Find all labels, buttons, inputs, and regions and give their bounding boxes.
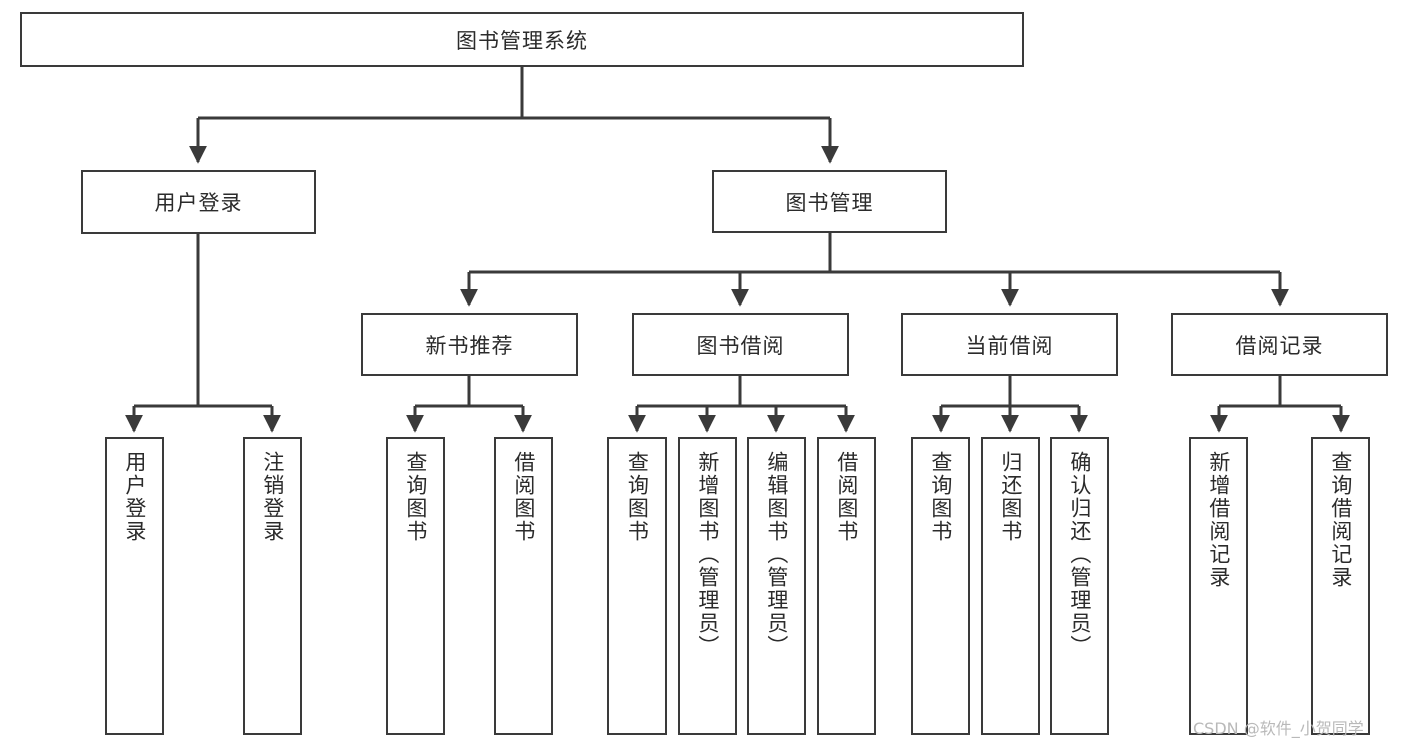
node-leaf-borrow-book-1[interactable]: 借阅图书 [494,437,553,735]
node-leaf-return-book[interactable]: 归还图书 [981,437,1040,735]
node-user-login[interactable]: 用户登录 [81,170,316,234]
node-leaf-query-record-label: 查询借阅记录 [1328,451,1353,589]
node-new-book-recommend-label: 新书推荐 [425,333,514,358]
node-leaf-user-login[interactable]: 用户登录 [105,437,164,735]
node-leaf-add-record[interactable]: 新增借阅记录 [1189,437,1248,735]
node-leaf-query-record[interactable]: 查询借阅记录 [1311,437,1370,735]
node-new-book-recommend[interactable]: 新书推荐 [361,313,578,376]
node-leaf-edit-book[interactable]: 编辑图书（管理员） [747,437,806,735]
node-book-manage-label: 图书管理 [785,190,874,215]
node-leaf-query-book-2-label: 查询图书 [625,451,650,543]
node-borrow-record-label: 借阅记录 [1235,333,1324,358]
node-leaf-edit-book-label: 编辑图书（管理员） [764,451,789,658]
node-leaf-confirm-return[interactable]: 确认归还（管理员） [1050,437,1109,735]
node-leaf-user-logout-label: 注销登录 [260,451,285,543]
node-book-borrow[interactable]: 图书借阅 [632,313,849,376]
node-leaf-confirm-return-label: 确认归还（管理员） [1067,451,1092,658]
node-book-borrow-label: 图书借阅 [696,333,785,358]
node-leaf-query-book-2[interactable]: 查询图书 [607,437,667,735]
node-root-label: 图书管理系统 [456,28,588,53]
node-user-login-label: 用户登录 [154,191,243,215]
node-book-manage[interactable]: 图书管理 [712,170,947,233]
node-leaf-query-book-1-label: 查询图书 [403,451,428,543]
node-leaf-query-book-3[interactable]: 查询图书 [911,437,970,735]
node-leaf-borrow-book-1-label: 借阅图书 [511,451,536,543]
node-current-borrow[interactable]: 当前借阅 [901,313,1118,376]
node-root[interactable]: 图书管理系统 [20,12,1024,67]
node-borrow-record[interactable]: 借阅记录 [1171,313,1388,376]
node-leaf-user-login-label: 用户登录 [122,451,147,543]
watermark: CSDN @软件_小贺同学 [1193,719,1364,738]
node-leaf-add-book[interactable]: 新增图书（管理员） [678,437,737,735]
node-current-borrow-label: 当前借阅 [965,333,1054,358]
node-leaf-user-logout[interactable]: 注销登录 [243,437,302,735]
node-leaf-borrow-book-2[interactable]: 借阅图书 [817,437,876,735]
node-leaf-query-book-3-label: 查询图书 [928,451,953,543]
node-leaf-return-book-label: 归还图书 [998,451,1023,543]
node-leaf-query-book-1[interactable]: 查询图书 [386,437,445,735]
node-leaf-borrow-book-2-label: 借阅图书 [834,451,859,543]
node-leaf-add-book-label: 新增图书（管理员） [695,451,720,658]
node-leaf-add-record-label: 新增借阅记录 [1206,451,1231,589]
